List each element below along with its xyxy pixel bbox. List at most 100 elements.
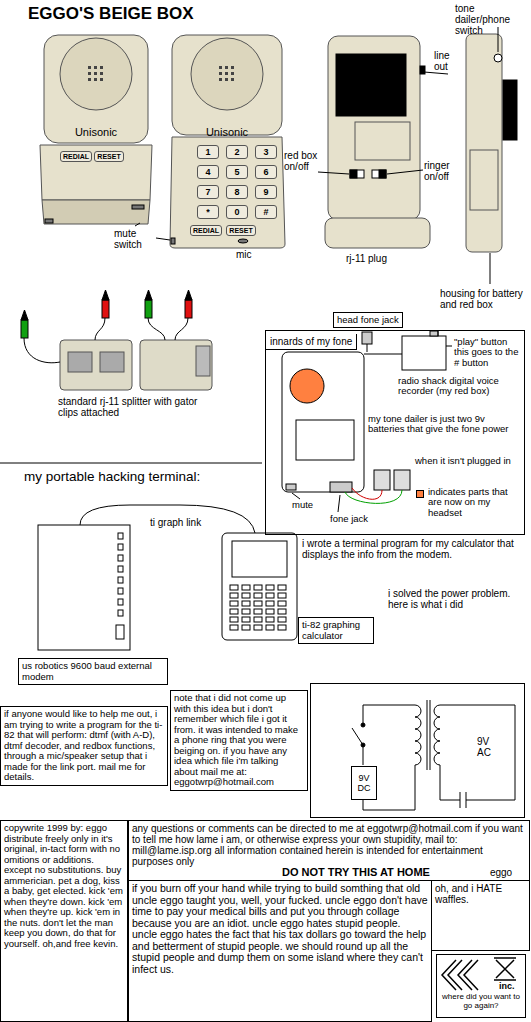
node-text: us robotics 9600 baud external modem [22, 661, 164, 682]
node-text: note that i did not come up with this id… [174, 693, 304, 788]
keypad-button: 7 [197, 185, 219, 199]
keypad-button: 9 [255, 185, 277, 199]
keypad-button: 0 [226, 205, 248, 219]
gator-clip [185, 300, 192, 318]
part-label: radio shack digital voice recorder (my r… [398, 376, 522, 397]
gator-clip [145, 290, 152, 318]
calculator-key [230, 601, 238, 606]
leader-line [292, 493, 300, 499]
earpiece-hole [231, 78, 234, 81]
calculator [232, 541, 287, 577]
part-label: mute [292, 500, 322, 510]
earpiece [60, 38, 132, 110]
circuit-wire [363, 705, 415, 725]
modem [38, 525, 130, 650]
earpiece [191, 38, 263, 110]
part-label: red box on/off [284, 150, 326, 172]
phone-detail [336, 54, 406, 116]
circuit-wire [434, 705, 440, 765]
headset-speaker [290, 369, 324, 403]
calculator-key [230, 625, 238, 630]
calculator-key [230, 585, 238, 590]
modem-light [118, 533, 123, 539]
logo-mark [494, 958, 516, 980]
separator [0, 463, 262, 464]
circuit-wire [427, 700, 430, 770]
modem-light [118, 610, 123, 616]
node-text: ti-82 graphing calculator [302, 620, 370, 641]
node-text: # [258, 206, 274, 218]
footer-box: copywrite 1999 by: eggo distribute freel… [0, 820, 128, 1022]
part-label: mute switch [114, 228, 156, 250]
graph-link-cable [80, 505, 255, 533]
modem-light [118, 599, 123, 605]
gator-clip [185, 290, 192, 318]
phone-innards [296, 420, 354, 460]
earpiece-hole [88, 66, 91, 69]
earpiece-hole [219, 66, 222, 69]
footer-box: if you burn off your hand while trying t… [128, 880, 432, 1022]
node-text: 4 [200, 166, 216, 178]
earpiece-hole [94, 72, 97, 75]
node-text: if you burn off your hand while trying t… [132, 883, 428, 975]
phone-body [325, 218, 430, 248]
earpiece-hole [100, 66, 103, 69]
brand-label: Unisonic [197, 126, 257, 138]
battery-symbol: 9V DC [351, 766, 377, 800]
phone-detail [503, 80, 517, 140]
node-text: eggo [490, 867, 512, 878]
keypad-button: 8 [226, 185, 248, 199]
node-text: 6 [258, 166, 274, 178]
part-label: housing for battery and red box [440, 288, 526, 310]
calculator-key [230, 593, 238, 598]
keypad-button: 5 [226, 165, 248, 179]
node-text: 7 [200, 186, 216, 198]
phone-detail [238, 239, 248, 243]
rj11-splitter [60, 340, 132, 390]
schematic-frame: 9V AC9V DC [310, 683, 525, 818]
earpiece-hole [100, 72, 103, 75]
node-text: RESET [97, 152, 121, 161]
phone-detail [45, 54, 517, 244]
section-heading: my portable hacking terminal: [24, 470, 254, 485]
keypad-button: RESET [94, 151, 124, 162]
calculator [222, 533, 297, 640]
earpiece-hole [88, 66, 234, 81]
gator-clip [21, 320, 28, 338]
earpiece-hole [88, 72, 91, 75]
node-text: 2 [229, 146, 245, 158]
node-text: oh, and i HATE waffles. [435, 883, 526, 905]
gator-wire [24, 318, 188, 363]
gator-wire [95, 318, 105, 340]
rj11-splitter [196, 346, 210, 376]
calculator-key [230, 609, 238, 614]
footer-box: any questions or comments can be directe… [128, 820, 530, 881]
title: EGGO'S BEIGE BOX [28, 4, 194, 24]
note-box: ti-82 graphing calculator [298, 617, 374, 644]
caption-label: standard rj-11 splitter with gator clips… [58, 396, 218, 418]
rj11-splitter [100, 352, 124, 372]
wire [345, 488, 402, 503]
note-box: note that i did not come up with this id… [170, 690, 308, 791]
phone-body [470, 150, 498, 210]
keypad-button: 3 [255, 145, 277, 159]
part-label: "play" button this goes to the # button [454, 337, 524, 368]
leader-line [156, 238, 170, 240]
part-label: line out [434, 50, 462, 72]
node-text: inc. [499, 981, 525, 991]
leader-line [498, 27, 499, 52]
keypad-button: * [197, 205, 219, 219]
phone-innards [402, 336, 446, 370]
brand-label: Unisonic [66, 126, 126, 138]
earpiece-hole [88, 78, 91, 81]
phone-detail [45, 219, 53, 223]
gator-clip [145, 290, 152, 300]
logo-box: inc.where did you want to go again? [436, 954, 526, 1018]
keypad-button: 2 [226, 145, 248, 159]
calculator-key [254, 625, 262, 630]
modem-light [118, 566, 123, 572]
modem-light [118, 555, 123, 561]
calculator-key [254, 593, 262, 598]
part-label: fone jack [330, 514, 390, 524]
part-label: rj-11 plug [346, 253, 406, 264]
